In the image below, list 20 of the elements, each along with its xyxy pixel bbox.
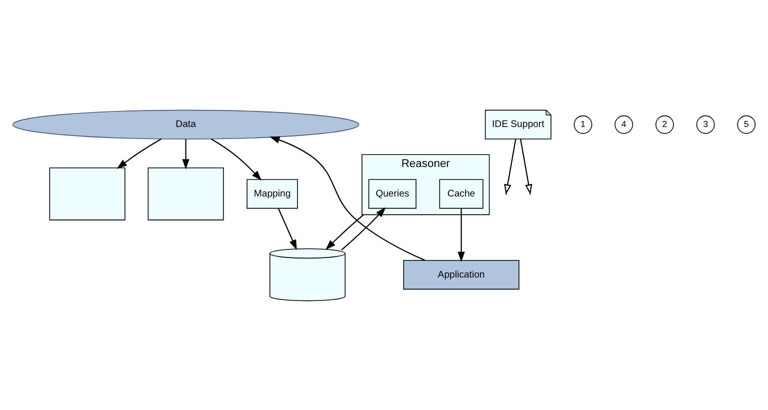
label: 5 [744, 118, 749, 128]
arrow [278, 208, 297, 250]
node-ellipse: Data [12, 109, 360, 139]
arrow [210, 138, 262, 180]
arrow [458, 208, 465, 262]
label: 1 [580, 118, 586, 128]
label: 4 [621, 118, 626, 128]
node-box: Application [403, 259, 520, 290]
arrow [182, 138, 190, 169]
node-box [148, 166, 224, 220]
arrow [116, 138, 162, 168]
arrow [269, 136, 426, 260]
node-box: Mapping [246, 178, 298, 208]
node-box [49, 166, 126, 220]
node-box: Cache [439, 178, 484, 208]
arrow [325, 214, 364, 250]
label: 2 [662, 118, 668, 128]
node-box: Queries [368, 178, 416, 208]
label: 3 [703, 118, 708, 128]
arrow [341, 206, 386, 250]
